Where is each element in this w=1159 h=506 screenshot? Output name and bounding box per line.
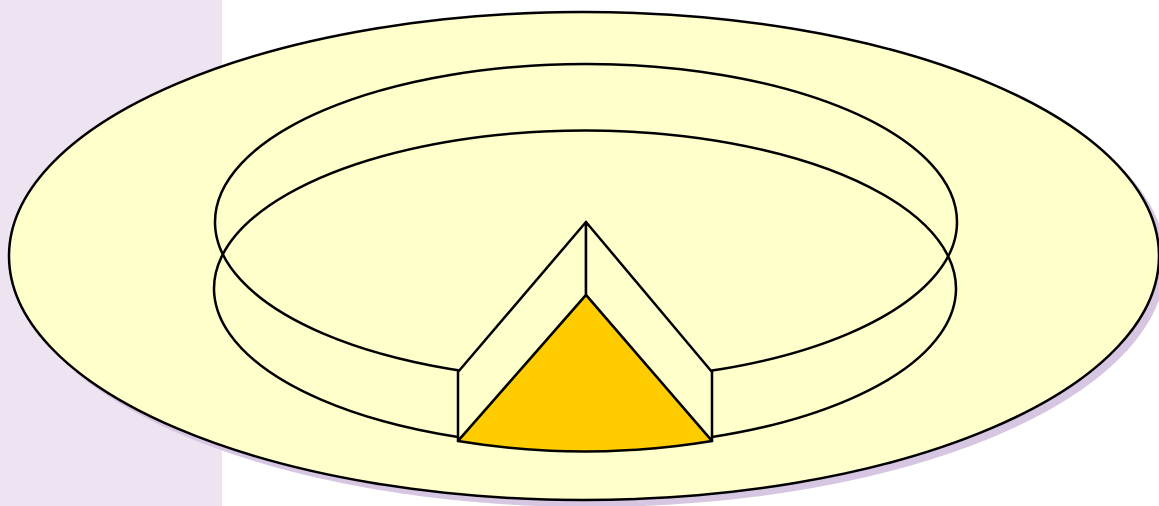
plate-cake-diagram [0, 0, 1159, 506]
diagram-stage [0, 0, 1159, 506]
